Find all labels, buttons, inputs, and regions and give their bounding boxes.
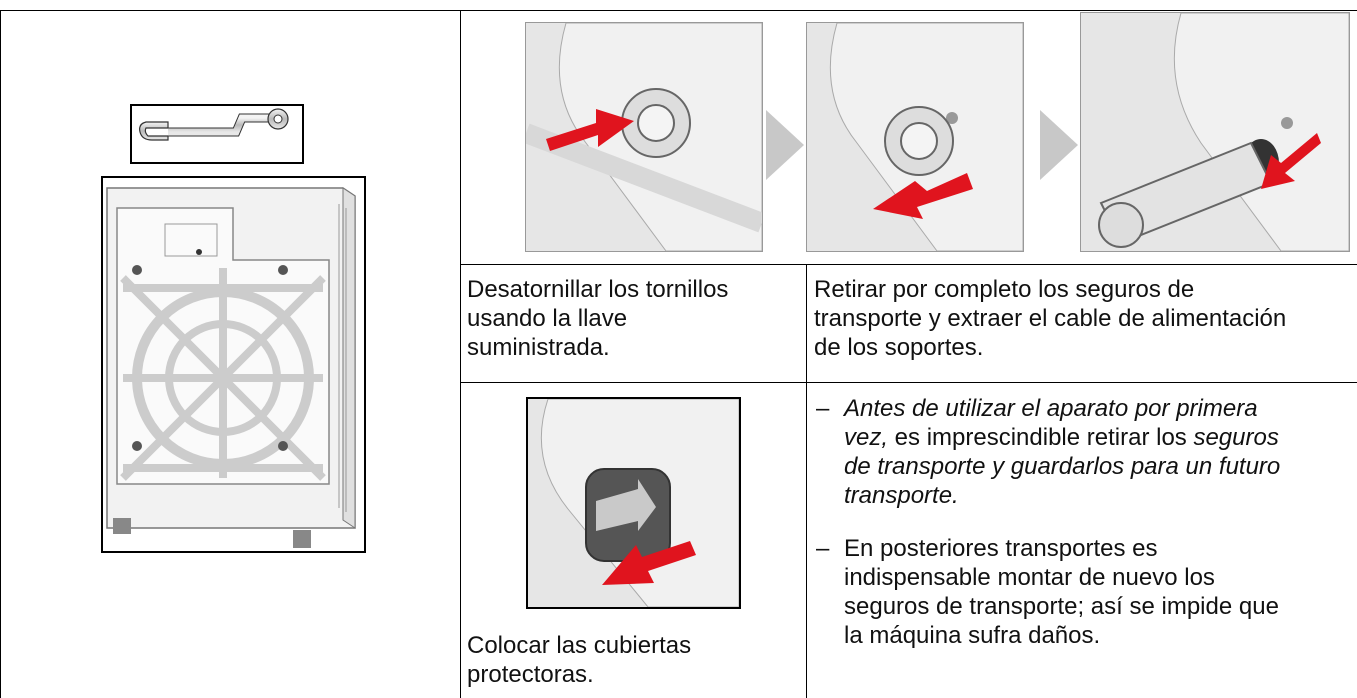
note-first-use: – Antes de utilizar el aparato por prime… [816, 395, 1281, 509]
column-divider-1 [460, 10, 461, 698]
bullet-dash: – [816, 535, 830, 562]
row-divider-2 [460, 382, 1357, 383]
bullet-dash: – [816, 395, 830, 422]
column-divider-2 [806, 264, 807, 698]
step-cover-text: Colocar las cubiertas protectoras. [467, 632, 692, 688]
machine-back-illustration [101, 176, 366, 553]
note-later-transport: – En posteriores transportes es indispen… [816, 535, 1279, 649]
chevron-right-icon [766, 110, 804, 180]
step-unscrew-image [525, 22, 763, 252]
top-border [0, 10, 1357, 11]
step-cover-image [526, 397, 741, 609]
chevron-right-icon [1040, 110, 1078, 180]
step-remove-image [806, 22, 1024, 252]
left-border [0, 10, 1, 698]
step-unscrew-text: Desatornillar los tornillos usando la ll… [467, 276, 729, 361]
row-divider-1 [460, 264, 1357, 265]
step-remove-text: Retirar por completo los seguros de tran… [814, 276, 1287, 361]
wrench-illustration [130, 104, 304, 164]
step-cable-image [1080, 12, 1350, 252]
